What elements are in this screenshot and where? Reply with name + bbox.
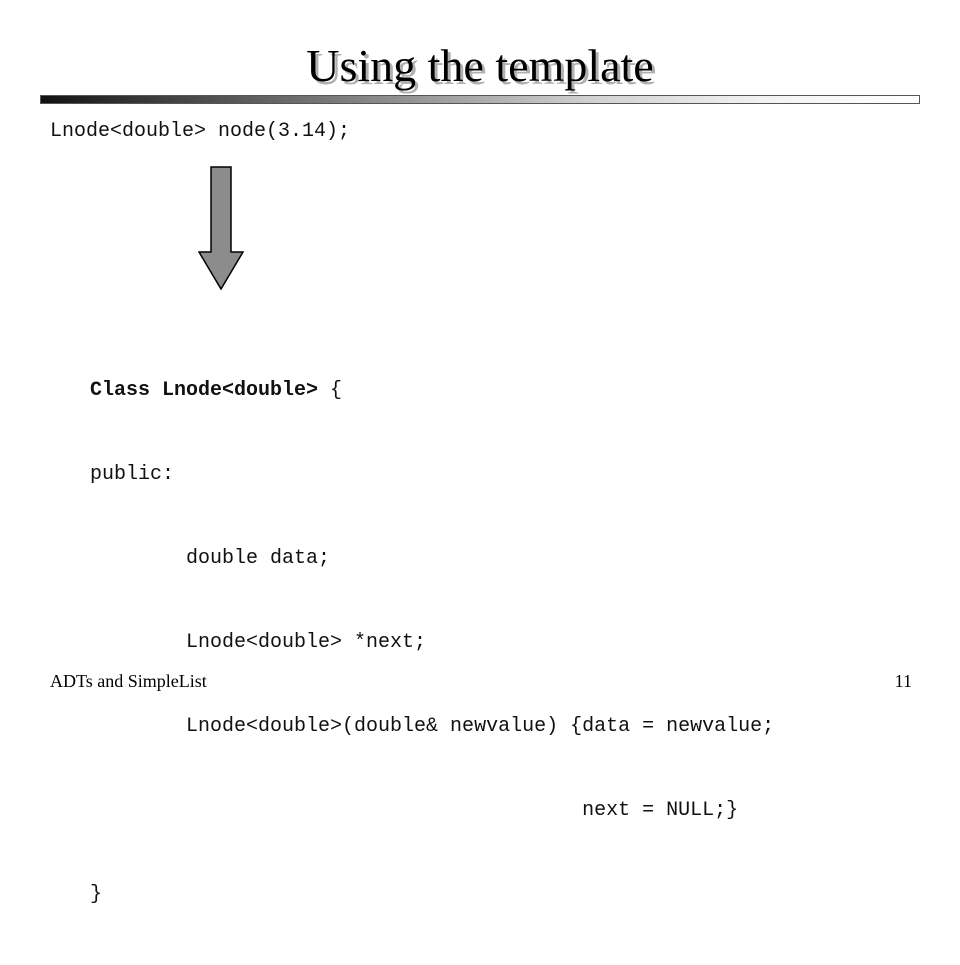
slide: Using the template Lnode<double> node(3.… [40, 40, 920, 906]
slide-title: Using the template [306, 40, 654, 91]
down-arrow-icon [198, 166, 244, 290]
code-line-constructor-body: next = NULL;} [90, 799, 739, 822]
class-declaration: Class Lnode<double> [90, 379, 319, 402]
footer-course-title: ADTs and SimpleList [50, 671, 207, 691]
code-line-close-brace: } [90, 883, 103, 906]
page-number: 11 [894, 671, 912, 691]
title-underline-bar [40, 95, 920, 104]
template-instantiation-line: Lnode<double> node(3.14); [50, 120, 351, 143]
class-open-brace: { [318, 379, 343, 402]
code-line-constructor: Lnode<double>(double& newvalue) {data = … [90, 715, 775, 738]
code-line-next-member: Lnode<double> *next; [90, 631, 427, 654]
code-line-class-header: Class Lnode<double> { [90, 377, 774, 405]
code-line-data-member: double data; [90, 547, 331, 570]
code-line-public: public: [90, 463, 175, 486]
class-definition-code: Class Lnode<double> { public: double dat… [90, 321, 774, 965]
